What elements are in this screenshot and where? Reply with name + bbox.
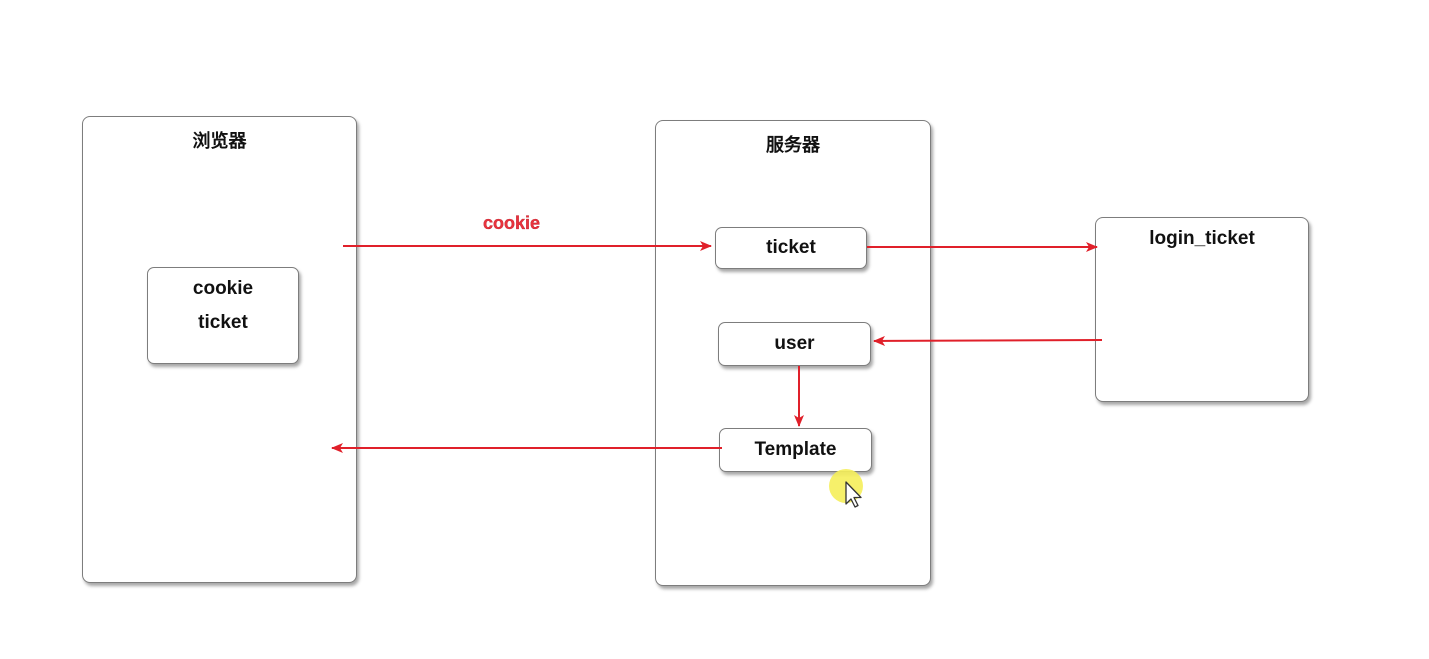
user-node-label: user (774, 333, 815, 354)
login-ticket-panel: login_ticket (1095, 217, 1309, 402)
mouse-pointer-icon (829, 469, 863, 508)
ticket-node: ticket (715, 227, 867, 269)
template-node: Template (719, 428, 872, 472)
cookie-edge-label: cookie (483, 213, 541, 233)
user-node: user (718, 322, 871, 366)
browser-panel-title: 浏览器 (192, 131, 247, 152)
ticket-node-label: ticket (766, 237, 816, 258)
login-ticket-panel-title: login_ticket (1149, 228, 1255, 249)
server-panel: 服务器 (655, 120, 931, 586)
server-panel-title: 服务器 (766, 135, 820, 156)
browser-cookie-ticket-node: cookie ticket (147, 267, 299, 364)
template-node-label: Template (754, 439, 837, 460)
browser-cookie-label: cookie (192, 278, 254, 299)
browser-ticket-label: ticket (198, 312, 248, 333)
